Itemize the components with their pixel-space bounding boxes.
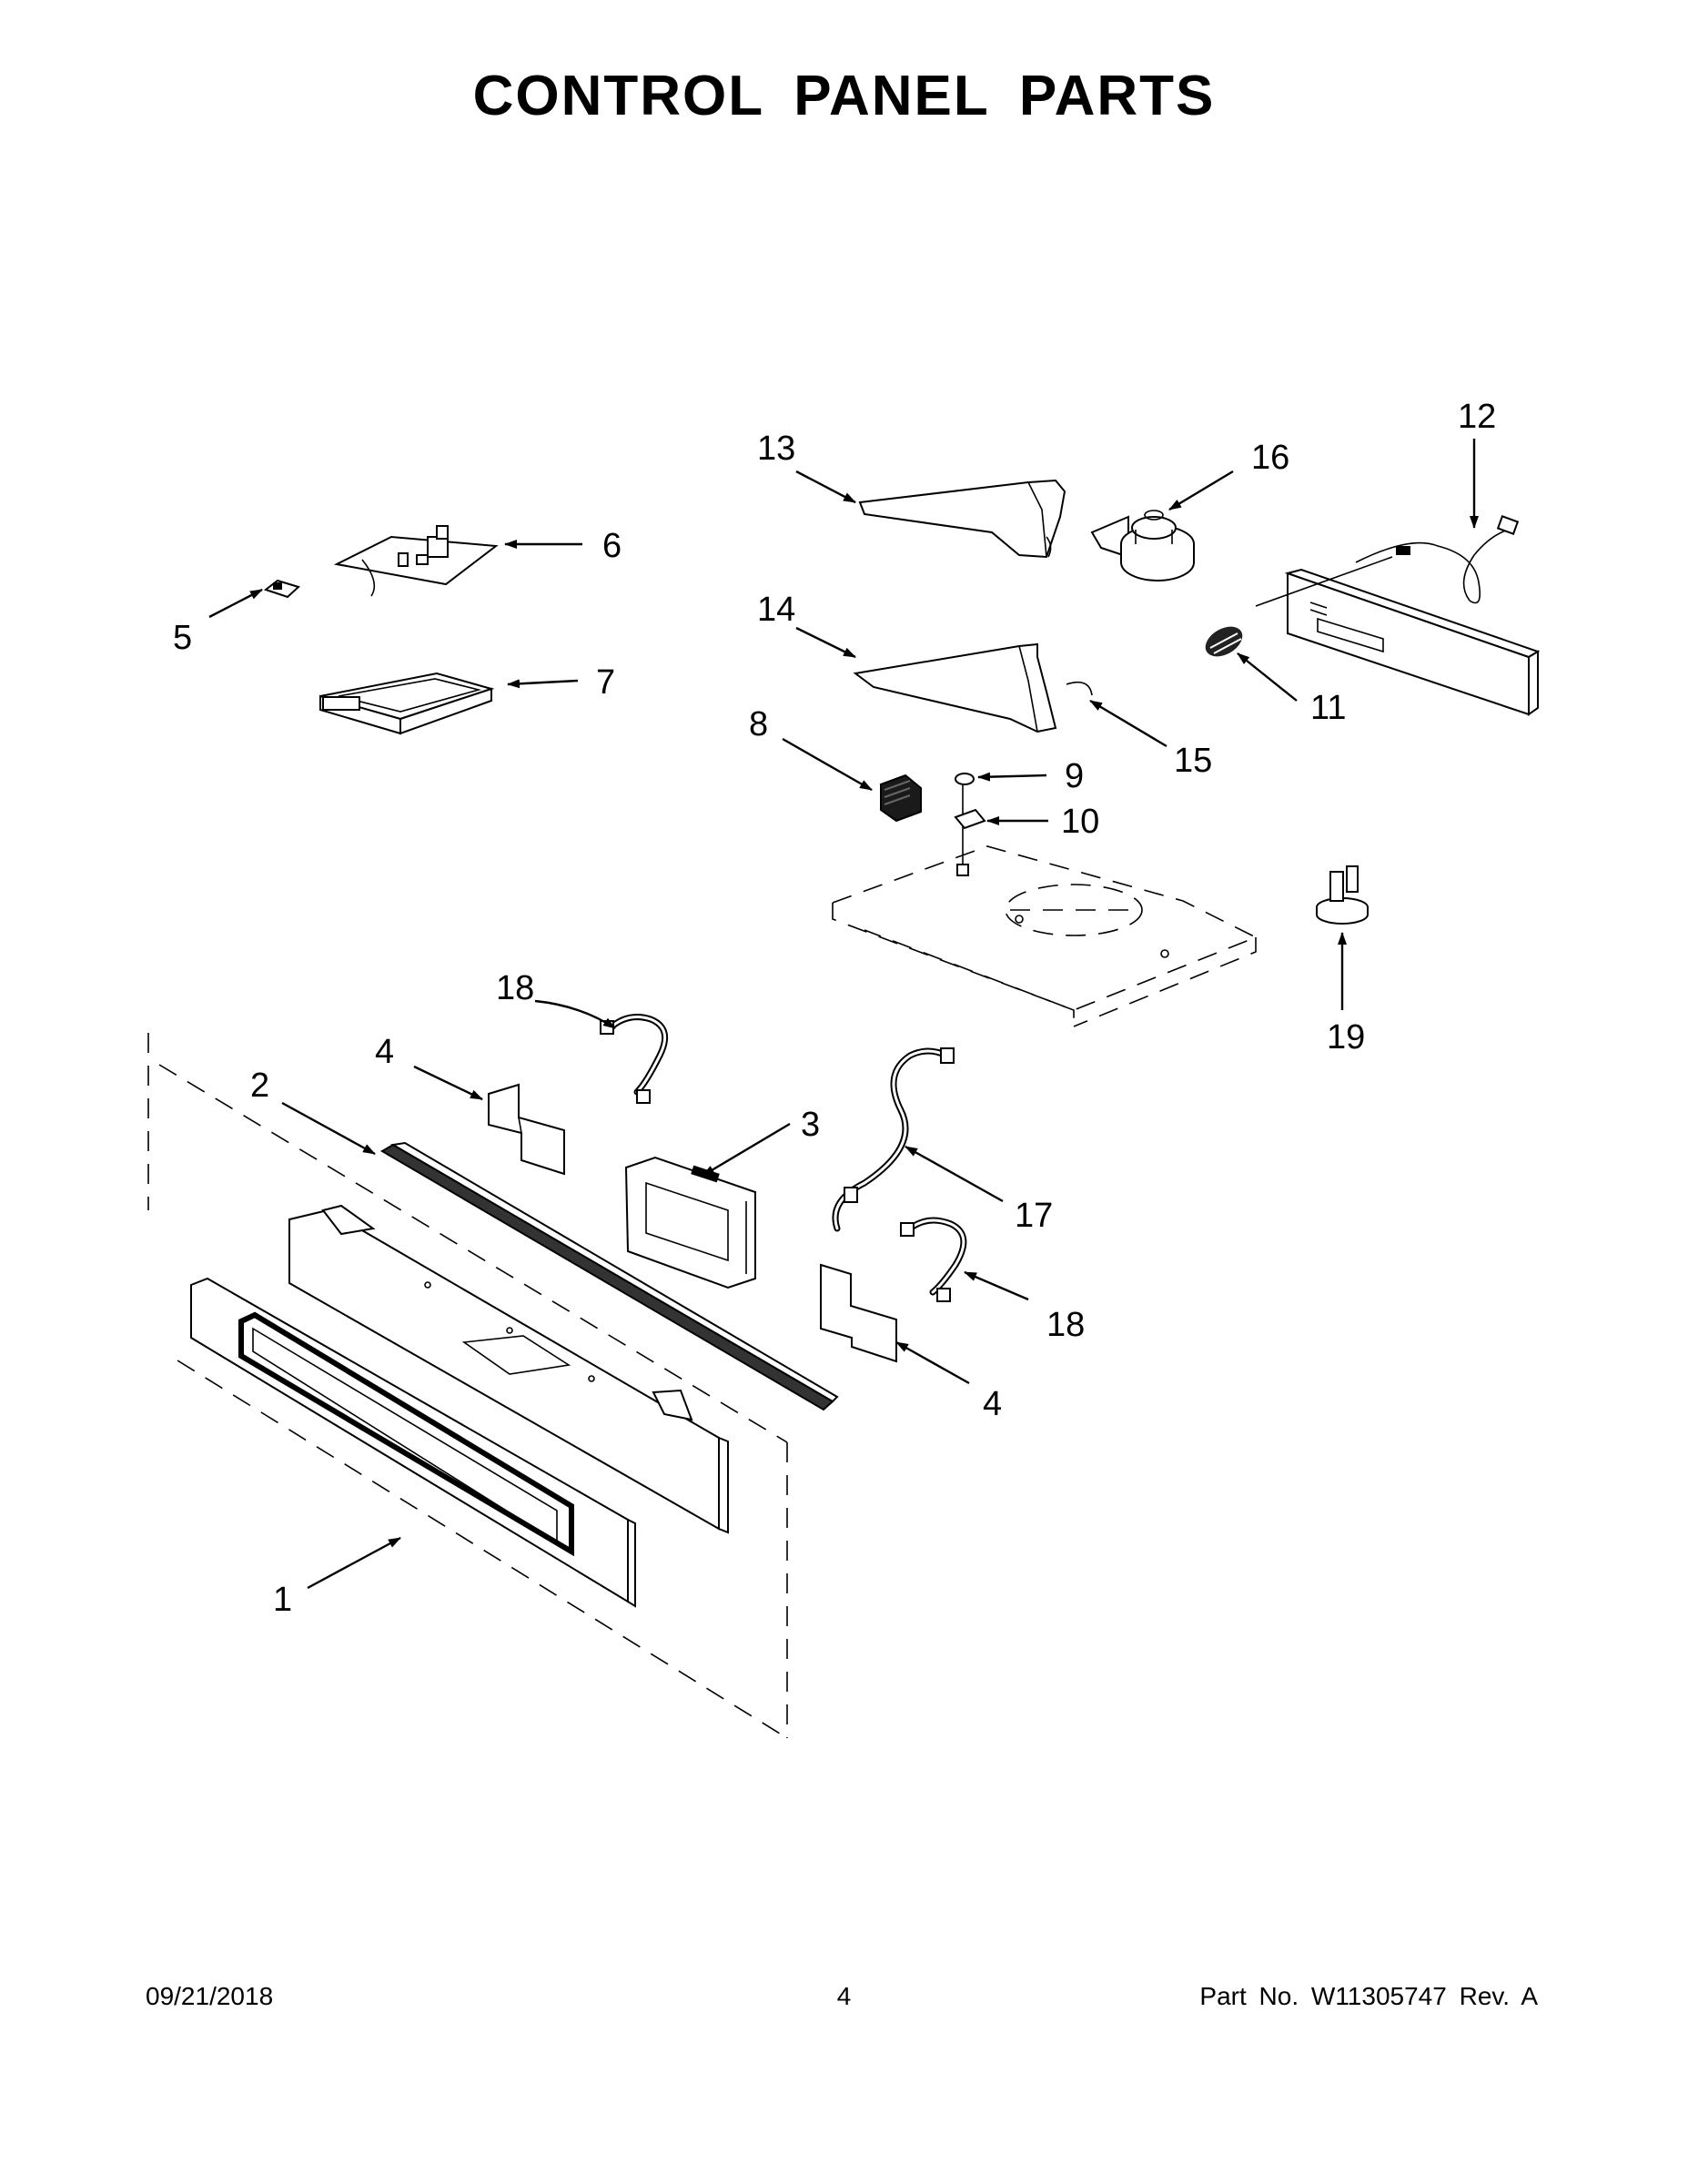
part-5-clip	[263, 579, 300, 599]
arrow-1	[307, 1536, 401, 1590]
callout-10: 10	[1061, 803, 1099, 841]
part-14-lower-duct	[853, 642, 1057, 733]
callout-2: 2	[250, 1067, 269, 1105]
part-19-thermostat	[1316, 865, 1369, 925]
arrow-3	[702, 1122, 791, 1178]
console-outline-dashed	[147, 1033, 788, 1739]
callout-18-upper: 18	[496, 969, 534, 1007]
chassis-plate-dashed	[832, 845, 1258, 1027]
callout-9: 9	[1065, 757, 1084, 795]
callout-17: 17	[1015, 1197, 1053, 1235]
callout-5: 5	[173, 619, 192, 657]
part-4-bracket-upper	[488, 1083, 565, 1176]
arrow-8	[782, 737, 873, 792]
callout-12: 12	[1458, 398, 1496, 436]
callout-14: 14	[757, 591, 795, 629]
part-13-upper-duct	[858, 479, 1066, 559]
part-6-control-board	[333, 525, 499, 597]
callout-4-lower: 4	[983, 1385, 1002, 1423]
part-8-relay	[880, 774, 922, 823]
arrow-9	[977, 772, 1047, 782]
footer-date: 09/21/2018	[146, 1982, 274, 2010]
callout-4-upper: 4	[375, 1033, 394, 1071]
callout-11: 11	[1310, 689, 1346, 727]
arrow-17	[905, 1145, 1004, 1203]
callout-13: 13	[757, 430, 795, 468]
callout-labels: 1 2 3 4 4 5 6 7 8 9 10 11 12 13 14 15 16…	[173, 398, 1496, 1619]
part-4-bracket-lower	[820, 1263, 897, 1363]
part-12-sensor-wire	[1355, 515, 1520, 604]
callout-16: 16	[1251, 439, 1289, 477]
callout-6: 6	[602, 527, 622, 565]
part-7-tray	[319, 672, 495, 735]
arrow-2	[281, 1101, 376, 1156]
arrow-4b	[895, 1340, 970, 1385]
callout-1: 1	[273, 1581, 292, 1619]
page-title: CONTROL PANEL PARTS	[472, 65, 1216, 127]
arrow-18a	[534, 999, 616, 1030]
part-18-harness-lower	[900, 1217, 967, 1302]
arrow-14	[795, 626, 856, 659]
arrow-18b	[964, 1270, 1029, 1301]
callout-7: 7	[596, 663, 615, 702]
part-2-trim-strip	[380, 1141, 839, 1411]
arrow-11	[1237, 652, 1298, 702]
leader-arrows	[208, 439, 1479, 1590]
part-17-harness	[832, 1047, 955, 1232]
part-3-display-frame	[624, 1156, 756, 1289]
callout-8: 8	[749, 705, 768, 743]
part-control-panel-middle	[288, 1204, 729, 1534]
arrow-15	[1089, 699, 1167, 748]
footer-page-number: 4	[836, 1982, 852, 2010]
arrow-7	[507, 679, 579, 689]
callout-18-lower: 18	[1046, 1306, 1085, 1344]
callout-3: 3	[801, 1106, 820, 1144]
part-1-front-panel	[190, 1277, 636, 1608]
callout-19: 19	[1327, 1018, 1365, 1057]
arrow-13	[795, 470, 856, 504]
arrow-16	[1168, 470, 1234, 511]
arrow-4a	[413, 1065, 483, 1101]
part-18-harness-upper	[600, 1014, 669, 1104]
footer-part-number: Part No. W11305747 Rev. A	[1199, 1982, 1538, 2010]
part-11-knob-panel	[1205, 556, 1541, 716]
arrow-5	[208, 588, 263, 619]
part-15-clip	[1066, 681, 1093, 696]
part-9-10-switch	[954, 773, 986, 876]
callout-15: 15	[1174, 742, 1212, 780]
part-16-blower	[1090, 510, 1195, 581]
